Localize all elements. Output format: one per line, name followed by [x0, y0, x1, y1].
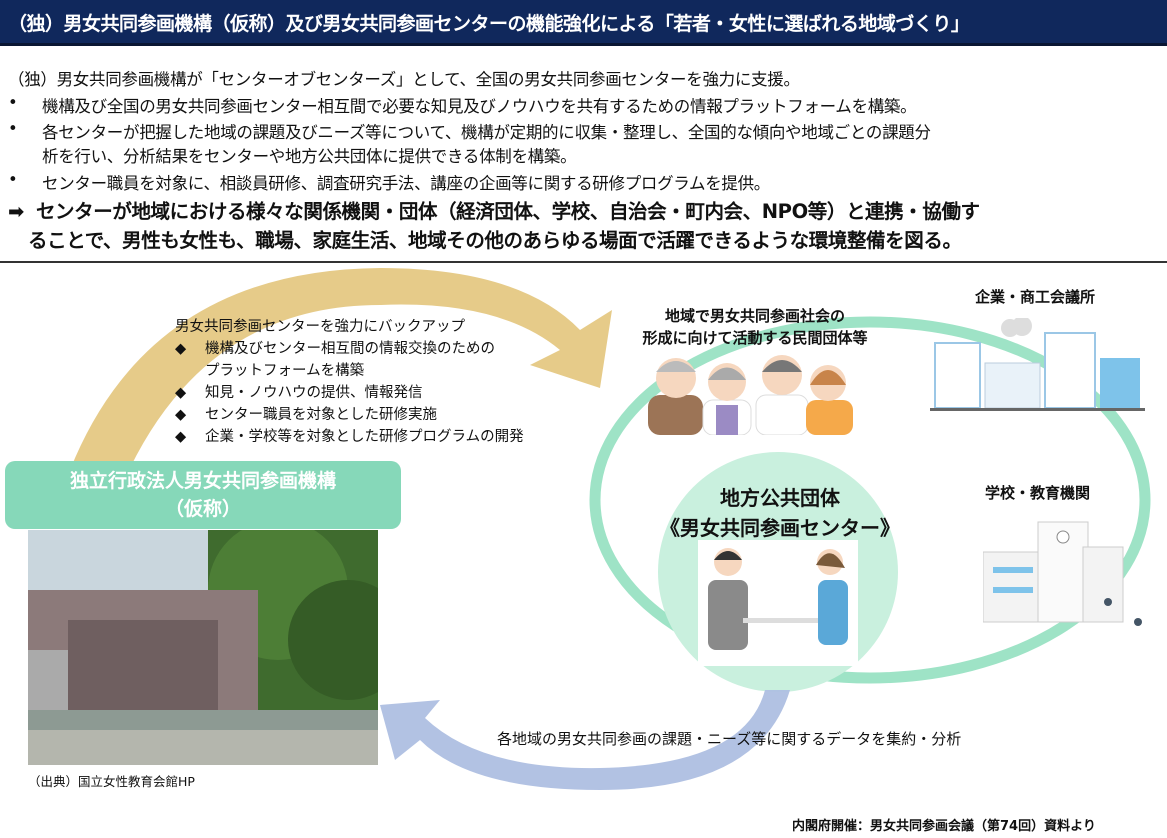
diamond-icon: ◆ — [175, 385, 187, 401]
intro-bullet: • 機構及び全国の男女共同参画センター相互間で必要な知見及びノウハウを共有するため… — [8, 93, 917, 117]
bullet-text: 各センターが把握した地域の課題及びニーズ等について、機構が定期的に収集・整理し、… — [42, 123, 931, 142]
bullet-mark: • — [8, 170, 18, 189]
intro-bullet-cont: 析を行い、分析結果をセンターや地方公共団体に提供できる体制を構築。 — [42, 147, 577, 166]
org-note: （仮称） — [164, 498, 241, 520]
intro-lead: （独）男女共同参画機構が「センターオブセンターズ」として、全国の男女共同参画セン… — [8, 70, 800, 89]
backup-item-text: センター職員を対象とした研修実施 — [205, 407, 437, 423]
school-label: 学校・教育機関 — [985, 484, 1091, 502]
backup-item-text: 機構及びセンター相互間の情報交換のための — [205, 341, 495, 357]
backup-item-cont: プラットフォームを構築 — [205, 363, 365, 379]
backup-item-text: 企業・学校等を対象とした研修プログラムの開発 — [205, 429, 524, 445]
organization-box: 独立行政法人男女共同参画機構 （仮称） — [5, 461, 401, 529]
blue-arrow — [380, 690, 790, 790]
photo-caption: （出典）国立女性教育会館HP — [28, 774, 195, 789]
backup-item: ◆ センター職員を対象とした研修実施 — [175, 404, 524, 426]
diamond-icon: ◆ — [175, 429, 187, 445]
bullet-text: センター職員を対象に、相談員研修、調査研究手法、講座の企画等に関する研修プログラ… — [42, 174, 771, 193]
source-footer: 内閣府開催：男女共同参画会議（第74回）資料より — [792, 819, 1096, 834]
backup-item: ◆ 企業・学校等を対象とした研修プログラムの開発 — [175, 426, 524, 448]
bullet-mark: • — [8, 119, 18, 138]
backup-list: 男女共同参画センターを強力にバックアップ ◆ 機構及びセンター相互間の情報交換のた… — [175, 316, 524, 448]
business-label: 企業・商工会議所 — [975, 288, 1096, 306]
center-name: 《男女共同参画センター》 — [660, 516, 900, 540]
org-name: 独立行政法人男女共同参画機構 — [69, 470, 336, 492]
civic-groups-label: 地域で男女共同参画社会の 形成に向けて活動する民間団体等 — [615, 305, 895, 349]
school-illustration — [983, 521, 1142, 626]
civic-groups-line1: 地域で男女共同参画社会の — [664, 307, 845, 325]
conclusion-line2: ることで、男性も女性も、職場、家庭生活、地域その他のあらゆる場面で活躍できるよう… — [28, 229, 962, 252]
page-title: （独）男女共同参画機構（仮称）及び男女共同参画センターの機能強化による「若者・女… — [0, 0, 1167, 46]
gold-arrow — [70, 268, 612, 470]
backup-item: ◆ 知見・ノウハウの提供、情報発信 — [175, 382, 524, 404]
people-illustration — [648, 355, 853, 435]
office-buildings-illustration — [930, 318, 1145, 411]
local-government-name: 地方公共団体 — [720, 486, 840, 510]
arrow-right-icon: ➡ — [8, 200, 24, 223]
diamond-icon: ◆ — [175, 407, 187, 423]
local-government-title: 地方公共団体 《男女共同参画センター》 — [640, 483, 920, 543]
data-collection-label: 各地域の男女共同参画の課題・ニーズ等に関するデータを集約・分析 — [497, 730, 962, 748]
building-photo — [28, 530, 378, 765]
backup-item-text: 知見・ノウハウの提供、情報発信 — [205, 385, 423, 401]
civic-groups-line2: 形成に向けて活動する民間団体等 — [642, 329, 868, 347]
building-photo-image — [28, 530, 378, 765]
backup-item: ◆ 機構及びセンター相互間の情報交換のための — [175, 338, 524, 360]
bullet-mark: • — [8, 93, 18, 112]
conclusion-line1: センターが地域における様々な関係機関・団体（経済団体、学校、自治会・町内会、NP… — [35, 200, 980, 223]
intro-bullet: • センター職員を対象に、相談員研修、調査研究手法、講座の企画等に関する研修プログ… — [8, 170, 770, 194]
divider — [0, 261, 1167, 263]
intro-bullet: • 各センターが把握した地域の課題及びニーズ等について、機構が定期的に収集・整理し… — [8, 119, 931, 143]
conclusion: ➡ センターが地域における様々な関係機関・団体（経済団体、学校、自治会・町内会、N… — [8, 195, 980, 224]
consultation-illustration — [698, 540, 858, 666]
green-cycle-ring — [589, 316, 1151, 684]
diamond-icon: ◆ — [175, 341, 187, 357]
bullet-text: 機構及び全国の男女共同参画センター相互間で必要な知見及びノウハウを共有するための… — [42, 97, 917, 116]
backup-title: 男女共同参画センターを強力にバックアップ — [175, 319, 465, 335]
